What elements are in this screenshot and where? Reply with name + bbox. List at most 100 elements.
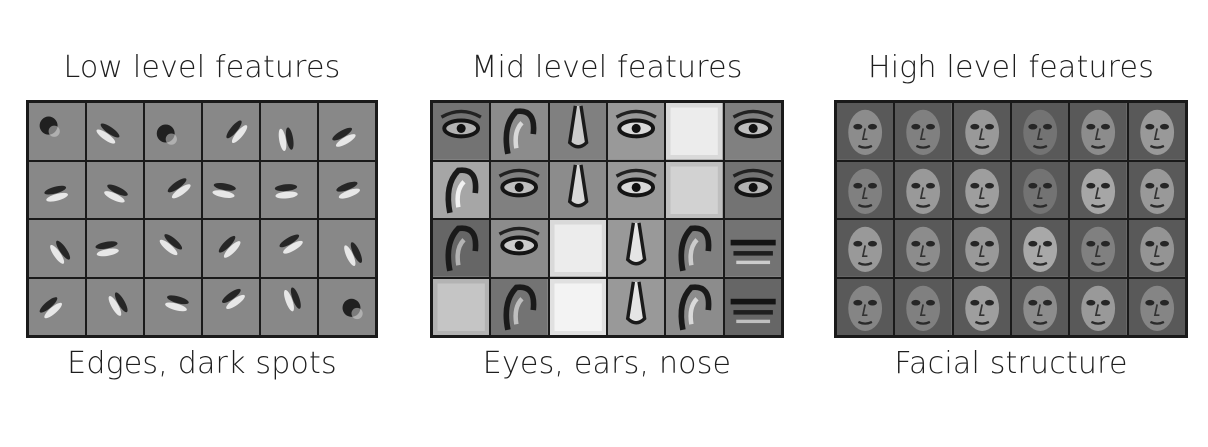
feature-tile	[145, 220, 201, 277]
feature-tile	[1070, 278, 1127, 335]
ear-icon	[666, 278, 723, 335]
edge-icon	[44, 185, 68, 202]
face-icon	[953, 278, 1010, 335]
feature-tile	[666, 103, 723, 160]
ear-icon	[433, 220, 490, 277]
mouth-icon	[724, 278, 781, 335]
blank-patch-icon	[433, 278, 490, 335]
feature-tile	[1128, 161, 1185, 218]
feature-tile	[549, 103, 606, 160]
feature-tile	[29, 220, 85, 277]
face-icon	[1011, 220, 1069, 277]
edge-icon	[284, 286, 301, 311]
feature-tile	[1011, 278, 1069, 335]
feature-tile	[666, 161, 723, 218]
face-icon	[895, 103, 952, 160]
feature-tile	[724, 278, 781, 335]
feature-tile	[1128, 103, 1185, 160]
edge-icon	[159, 234, 183, 256]
nose-icon	[607, 278, 665, 335]
feature-tile	[953, 220, 1010, 277]
edge-icon	[218, 235, 241, 258]
dark-spot-icon	[39, 116, 60, 137]
face-icon	[1128, 278, 1185, 335]
panel-low-level: Low level features Edges, dark spots	[26, 0, 378, 447]
feature-tile	[549, 220, 606, 277]
feature-grid-low-level	[26, 100, 378, 338]
feature-tile	[666, 220, 723, 277]
feature-tile	[145, 161, 201, 218]
face-icon	[1011, 161, 1069, 218]
feature-tile	[724, 220, 781, 277]
edge-icon	[167, 177, 191, 198]
feature-tile	[666, 278, 723, 335]
panel-caption: Facial structure	[894, 346, 1128, 381]
feature-tile	[1128, 220, 1185, 277]
feature-tile	[261, 220, 317, 277]
feature-tile	[491, 103, 548, 160]
feature-tile	[491, 220, 548, 277]
feature-tile	[953, 103, 1010, 160]
panel-title: Mid level features	[471, 50, 743, 85]
eye-icon	[491, 220, 548, 277]
feature-tile	[87, 161, 143, 218]
feature-tile	[319, 220, 375, 277]
feature-tile	[433, 220, 490, 277]
face-icon	[837, 220, 894, 277]
feature-tile	[837, 103, 894, 160]
face-icon	[837, 161, 894, 218]
edge-icon	[332, 127, 356, 147]
feature-tile	[1011, 103, 1069, 160]
feature-tile	[433, 103, 490, 160]
panel-caption: Eyes, ears, nose	[482, 346, 732, 381]
feature-tile	[145, 278, 201, 335]
ear-icon	[433, 161, 490, 218]
feature-grid-mid-level	[430, 100, 784, 338]
feature-tile	[203, 103, 259, 160]
feature-tile	[837, 220, 894, 277]
feature-tile	[895, 103, 952, 160]
ear-icon	[666, 220, 723, 277]
ear-icon	[491, 278, 548, 335]
ear-icon	[491, 103, 548, 160]
feature-tile	[1070, 220, 1127, 277]
face-icon	[1070, 103, 1127, 160]
edge-icon	[344, 242, 363, 266]
edge-icon	[221, 288, 245, 309]
feature-tile	[261, 161, 317, 218]
feature-tile	[319, 278, 375, 335]
edge-icon	[96, 123, 120, 144]
dark-spot-icon	[342, 298, 363, 319]
panel-mid-level: Mid level features Eyes, ears, nose	[430, 0, 784, 447]
face-icon	[953, 161, 1010, 218]
feature-tile	[724, 161, 781, 218]
feature-tile	[837, 161, 894, 218]
nose-icon	[549, 161, 606, 218]
panel-high-level: High level features Facial structure	[834, 0, 1188, 447]
nose-icon	[549, 103, 606, 160]
face-icon	[837, 278, 894, 335]
feature-tile	[953, 278, 1010, 335]
feature-tile	[1011, 161, 1069, 218]
panel-title: High level features	[867, 50, 1155, 85]
face-icon	[1070, 220, 1127, 277]
edge-icon	[278, 127, 294, 152]
feature-tile	[87, 103, 143, 160]
feature-tile	[607, 278, 665, 335]
feature-tile	[895, 161, 952, 218]
feature-tile	[607, 161, 665, 218]
eye-icon	[433, 103, 490, 160]
blank-patch-icon	[549, 278, 606, 335]
feature-tile	[319, 161, 375, 218]
feature-tile	[1011, 220, 1069, 277]
edge-icon	[212, 182, 236, 198]
face-icon	[837, 103, 894, 160]
feature-tile	[1070, 161, 1127, 218]
face-icon	[953, 220, 1010, 277]
feature-tile	[837, 278, 894, 335]
feature-tile	[203, 220, 259, 277]
face-icon	[895, 278, 952, 335]
face-icon	[1070, 278, 1127, 335]
dark-spot-icon	[156, 124, 177, 145]
edge-icon	[274, 183, 298, 199]
